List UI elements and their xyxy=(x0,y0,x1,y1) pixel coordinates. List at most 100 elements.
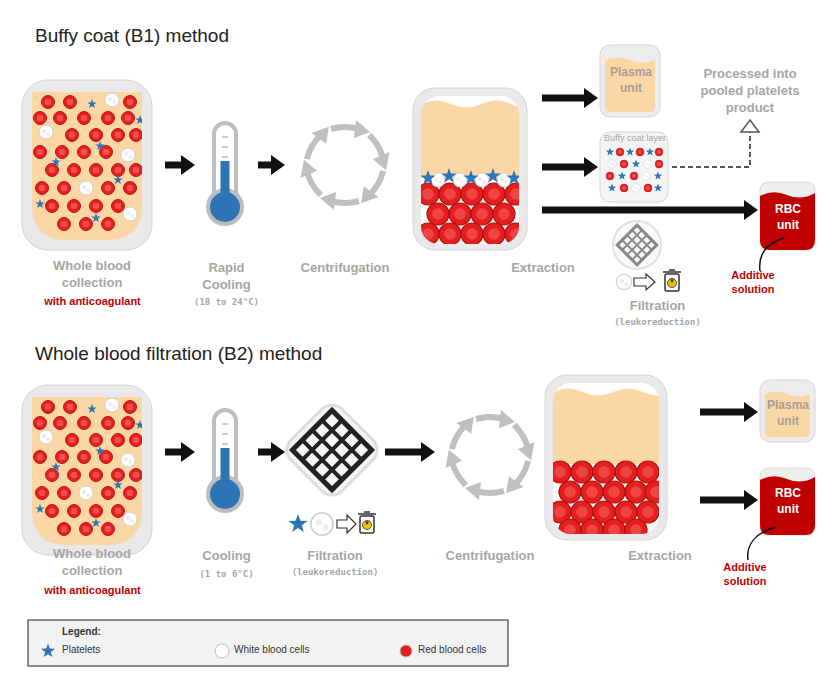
extraction-bag xyxy=(593,461,615,483)
arrow-shaft xyxy=(542,164,585,171)
arrow-head xyxy=(181,442,195,462)
node-note: with anticoagulant xyxy=(20,294,165,308)
buffy-bag xyxy=(654,172,663,180)
filter-symbol xyxy=(292,410,371,489)
extraction-bag xyxy=(427,203,449,225)
legend-heading: Legend: xyxy=(62,626,101,637)
node-title: RBC unit xyxy=(766,202,810,233)
extraction-bag xyxy=(603,519,625,534)
flow-arrow xyxy=(258,155,285,175)
extraction-bag xyxy=(493,203,515,225)
extraction-bag xyxy=(439,223,461,244)
buffy-bag xyxy=(644,160,652,168)
blood-bag xyxy=(22,385,152,555)
node-title: Centrifugation xyxy=(285,260,405,277)
extraction-bag xyxy=(463,170,478,184)
plasma-bag xyxy=(600,45,660,117)
arrow-shaft xyxy=(542,95,585,102)
arrow-shaft xyxy=(700,409,745,416)
arrow-shaft xyxy=(258,449,272,456)
filter-symbol xyxy=(617,225,657,265)
extraction-bag xyxy=(413,88,541,250)
buffy-bag xyxy=(606,172,614,180)
process-node: Plasma unit xyxy=(758,378,818,446)
node-title: Cooling xyxy=(185,548,268,565)
leader-line xyxy=(760,238,784,271)
extraction-bag xyxy=(645,481,659,503)
buffy-bag xyxy=(608,160,616,168)
extraction-bag xyxy=(553,383,659,534)
process-node: Rapid Cooling(18 to 24°C) xyxy=(195,120,258,310)
filter-symbol xyxy=(634,274,655,290)
arrow-head xyxy=(744,402,758,422)
leader-line xyxy=(748,527,776,560)
process-node: RBC unitAdditive solution xyxy=(758,468,818,598)
legend-text: Red blood cells xyxy=(418,644,486,655)
flow-arrow xyxy=(700,490,758,510)
extraction-bag xyxy=(485,168,500,182)
extraction-bag xyxy=(625,519,647,534)
node-title: Buffy coat layer xyxy=(592,133,678,145)
filter-symbol xyxy=(617,225,657,265)
extraction-bag xyxy=(461,223,483,244)
buffy-bag xyxy=(632,160,641,168)
process-node: Extraction xyxy=(548,372,700,572)
legend-swatch xyxy=(400,645,412,657)
plasma-bag xyxy=(600,45,660,117)
rbc-bag xyxy=(760,182,815,250)
buffy-bag xyxy=(620,184,628,192)
centrifuge-symbol xyxy=(294,120,397,210)
arrow-head xyxy=(271,155,285,175)
extraction-bag xyxy=(421,170,436,184)
arrow-head xyxy=(584,88,598,108)
buffy-bag xyxy=(626,148,635,156)
process-node: Filtration(leukoreduction) xyxy=(285,405,385,585)
rbc-bag xyxy=(760,192,815,250)
extraction-bag xyxy=(637,461,659,483)
flow-arrow xyxy=(258,442,285,462)
node-title: Centrifugation xyxy=(435,548,545,565)
arrow-shaft xyxy=(672,131,750,167)
flow-arrow xyxy=(165,155,195,175)
plasma-bag xyxy=(760,380,815,442)
plasma-bag xyxy=(760,380,815,442)
filter-symbol xyxy=(281,399,383,535)
node-note: (leukoreduction) xyxy=(605,317,710,329)
arrow-head xyxy=(744,200,758,220)
extraction-bag xyxy=(559,481,581,503)
arrow-head xyxy=(584,157,598,177)
blood-bag xyxy=(22,80,152,250)
arrow-shaft xyxy=(700,497,745,504)
extraction-bag xyxy=(603,481,625,503)
legend-text: Platelets xyxy=(62,644,100,655)
thermometer xyxy=(208,410,242,511)
arrow-shaft xyxy=(542,207,745,214)
arrow-head xyxy=(181,155,195,175)
extraction-bag xyxy=(497,173,511,187)
extraction-bag xyxy=(431,173,445,187)
extraction-bag xyxy=(475,173,489,187)
rbc-bag xyxy=(760,182,815,250)
arrow-shaft xyxy=(258,162,272,169)
process-node: Centrifugation xyxy=(435,405,545,575)
buffy-bag xyxy=(618,172,627,180)
process-node: Buffy coat layer xyxy=(598,128,672,205)
buffy-bag xyxy=(655,160,663,168)
flow-arrow xyxy=(542,200,758,220)
process-node: Processed into pooled platelets product xyxy=(688,64,812,120)
rbc-bag xyxy=(760,468,815,535)
process-node: Centrifugation xyxy=(285,118,405,283)
buffy-bag xyxy=(646,148,655,156)
filter-symbol xyxy=(663,270,681,291)
node-title: Filtration xyxy=(605,298,710,315)
node-title: Extraction xyxy=(500,260,586,277)
buffy-bag xyxy=(642,172,650,180)
filter-symbol xyxy=(613,221,681,291)
rbc-bag xyxy=(760,468,815,535)
arrow-head xyxy=(744,490,758,510)
buffy-bag xyxy=(632,184,640,192)
extraction-bag xyxy=(553,389,659,465)
arrow-shaft xyxy=(165,162,182,169)
extraction-bag xyxy=(505,223,519,244)
